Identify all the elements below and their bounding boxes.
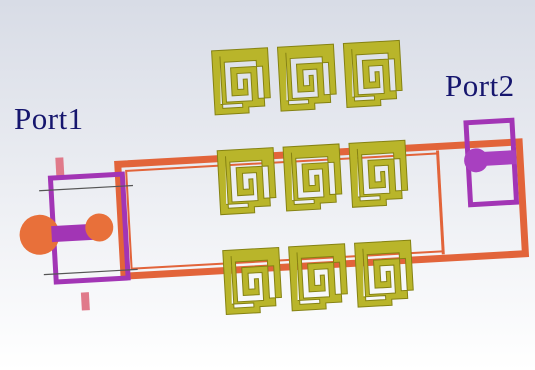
feed-stub-bottom <box>80 292 90 311</box>
port2-feed-stem <box>483 150 517 166</box>
port2-label: Port2 <box>445 68 515 103</box>
port1-probe-disc <box>85 213 114 242</box>
port1-guide-line <box>39 184 134 192</box>
port1-label: Port1 <box>14 101 84 136</box>
filter-assembly <box>19 39 530 316</box>
cavity-divider <box>436 150 445 255</box>
feed-stub-top <box>55 157 65 178</box>
port2-disc <box>464 148 489 173</box>
port1-disc <box>19 214 60 255</box>
port1-guide-line <box>43 268 138 276</box>
